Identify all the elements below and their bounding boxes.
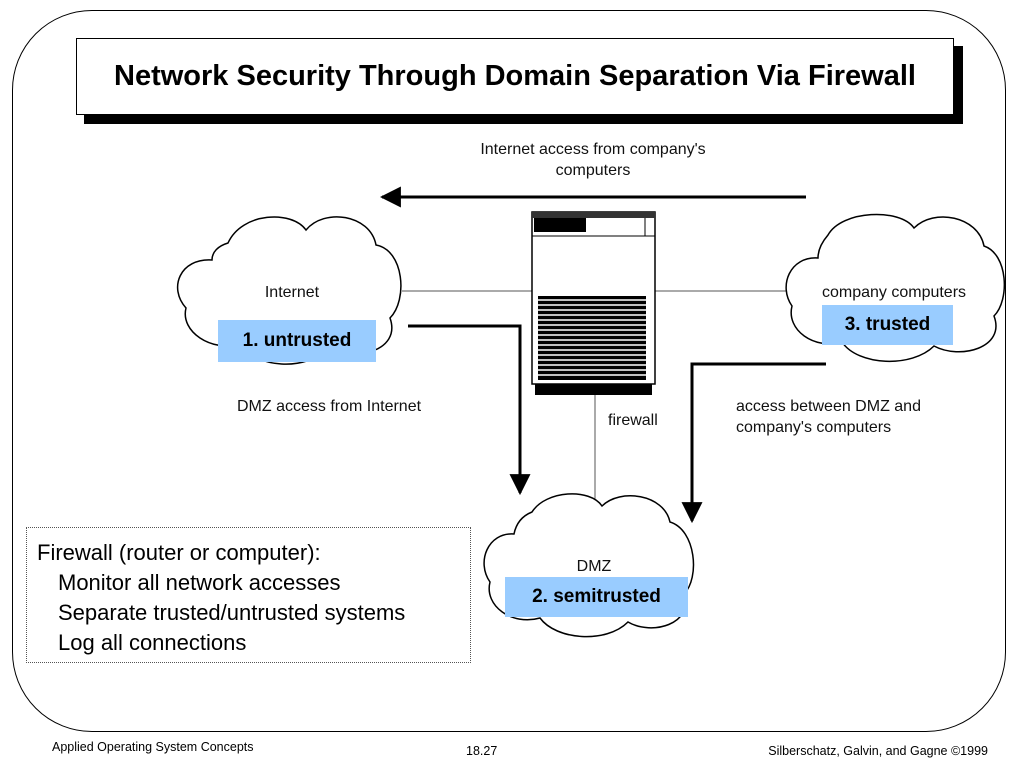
- company-computers-label: company computers: [822, 284, 966, 301]
- firewall-info-box: Firewall (router or computer): Monitor a…: [26, 527, 471, 663]
- trusted-badge: 3. trusted: [822, 305, 953, 345]
- firewall-server-icon: [531, 211, 656, 395]
- untrusted-badge: 1. untrusted: [218, 320, 376, 362]
- between-label-line1: access between DMZ and: [736, 398, 921, 415]
- footer-right: Silberschatz, Galvin, and Gagne ©1999: [768, 744, 988, 758]
- internet-access-label-line2: computers: [556, 162, 631, 179]
- dmz-access-arrow: [408, 324, 531, 496]
- internet-label: Internet: [265, 284, 320, 301]
- dmz-label: DMZ: [577, 558, 612, 575]
- footer-left: Applied Operating System Concepts: [52, 740, 254, 754]
- slide-frame: [12, 10, 1006, 732]
- internet-access-label-line1: Internet access from company's: [480, 141, 705, 158]
- page-title: Network Security Through Domain Separati…: [114, 60, 916, 92]
- info-item-log: Log all connections: [58, 630, 247, 655]
- footer-page-number: 18.27: [466, 744, 498, 758]
- firewall-label: firewall: [608, 412, 658, 429]
- title-box: Network Security Through Domain Separati…: [76, 38, 954, 115]
- info-heading: Firewall (router or computer):: [37, 540, 321, 565]
- info-item-separate: Separate trusted/untrusted systems: [58, 600, 406, 625]
- semitrusted-badge: 2. semitrusted: [505, 577, 688, 617]
- between-label-line2: company's computers: [736, 419, 891, 436]
- info-item-monitor: Monitor all network accesses: [58, 570, 341, 595]
- dmz-company-arrow: [681, 362, 826, 524]
- dmz-access-label: DMZ access from Internet: [237, 398, 422, 415]
